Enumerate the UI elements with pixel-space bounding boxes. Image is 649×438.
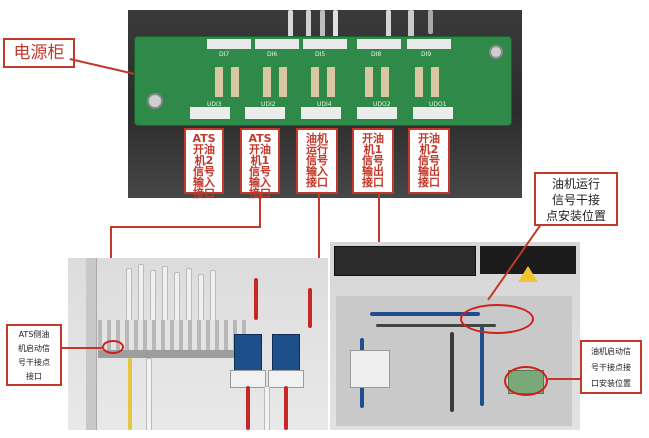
title-pointer-line — [69, 58, 135, 75]
board-label-udi3: UDI3 — [207, 101, 222, 108]
relay-blue-right — [272, 334, 300, 372]
warning-icon — [518, 266, 538, 282]
callout-start-pointer — [548, 378, 580, 380]
ats-cabinet-photo — [68, 258, 328, 430]
board-label-di8: DI8 — [371, 51, 382, 58]
connector-ats-vertical — [259, 194, 261, 228]
port-label-ats-gen1-input: ATS开油机1信号输入接口 — [240, 128, 280, 199]
connector-ats-horizontal — [110, 226, 261, 228]
board-label-di7: DI7 — [219, 51, 230, 58]
relay-blue-left — [234, 334, 262, 372]
callout-generator-start: 油机启动信 号干接点接 口安装位置 — [580, 340, 642, 394]
generator-panel-photo — [330, 242, 580, 430]
board-label-udi4: UDI4 — [317, 101, 332, 108]
callout-ats-side: ATS侧油 机启动信 号干接点 接口 — [6, 324, 62, 386]
generator-start-marker — [504, 366, 548, 396]
port-label-gen-running-input: 油机运行信号输入接口 — [296, 128, 338, 194]
board-label-di9: DI9 — [421, 51, 432, 58]
board-label-di5: DI5 — [315, 51, 326, 58]
pcb-board: DI7 DI6 DI5 DI8 DI9 UDI3 UDI2 UDI4 UDO2 … — [134, 36, 512, 126]
ats-contact-marker — [102, 340, 124, 354]
generator-running-marker — [460, 304, 534, 334]
board-label-udo2: UDO2 — [373, 101, 391, 108]
board-label-udo1: UDO1 — [429, 101, 447, 108]
callout-generator-running: 油机运行 信号干接 点安装位置 — [534, 172, 618, 226]
board-label-di6: DI6 — [267, 51, 278, 58]
page-title: 电源柜 — [3, 38, 75, 68]
callout-ats-pointer — [62, 347, 104, 349]
board-label-udi2: UDI2 — [261, 101, 276, 108]
